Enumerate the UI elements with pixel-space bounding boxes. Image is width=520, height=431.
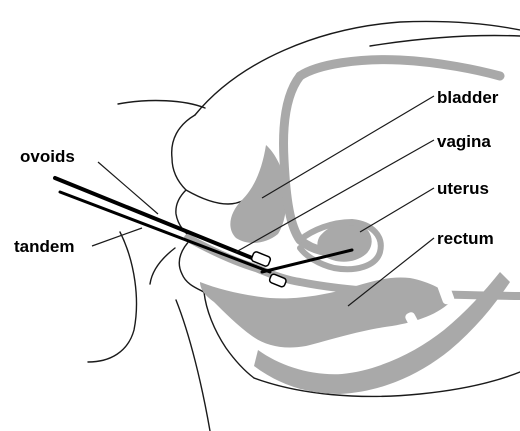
bladder-label: bladder bbox=[437, 88, 499, 107]
tandem-leader bbox=[92, 228, 142, 246]
uterus-wall bbox=[300, 60, 500, 76]
uterus-leader bbox=[360, 188, 434, 232]
tandem-label: tandem bbox=[14, 237, 74, 256]
rectum-label: rectum bbox=[437, 229, 494, 248]
vagina-label: vagina bbox=[437, 132, 491, 151]
ovoids-label: ovoids bbox=[20, 147, 75, 166]
uterus-label: uterus bbox=[437, 179, 489, 198]
